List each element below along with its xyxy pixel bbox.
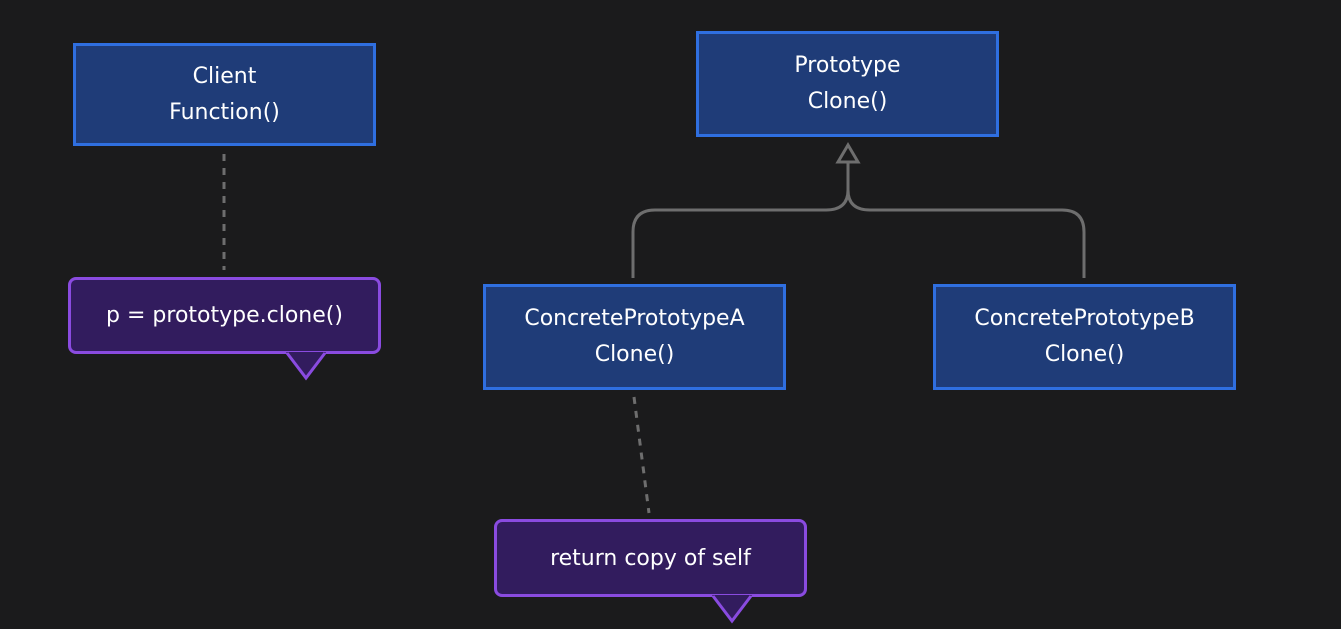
concrete-prototype-a-method: Clone() xyxy=(594,342,675,367)
inheritance-link-b xyxy=(846,162,1086,278)
inheritance-link-a xyxy=(631,162,850,278)
client-class-name: Client xyxy=(192,63,257,89)
prototype-class-box[interactable]: Prototype Clone() xyxy=(696,31,999,137)
concrete-prototype-a-name: ConcretePrototypeA xyxy=(524,306,745,331)
concrete-prototype-a-box[interactable]: ConcretePrototypeA Clone() xyxy=(483,284,786,390)
client-note-text: p = prototype.clone() xyxy=(106,303,343,328)
concrete-a-note[interactable]: return copy of self xyxy=(494,519,807,597)
client-class-box[interactable]: Client Function() xyxy=(73,43,376,146)
client-class-method: Function() xyxy=(169,99,280,125)
client-note-tail xyxy=(286,352,326,381)
prototype-class-method: Clone() xyxy=(807,89,888,114)
concrete-prototype-b-method: Clone() xyxy=(1044,342,1125,367)
prototype-class-name: Prototype xyxy=(794,53,901,78)
concrete-a-note-tail xyxy=(712,595,752,624)
concrete-prototype-b-box[interactable]: ConcretePrototypeB Clone() xyxy=(933,284,1236,390)
concrete-prototype-b-name: ConcretePrototypeB xyxy=(974,306,1195,331)
inheritance-arrowhead xyxy=(835,142,861,164)
client-note[interactable]: p = prototype.clone() xyxy=(68,277,381,354)
concrete-a-note-dashed-link xyxy=(632,396,651,514)
concrete-a-note-text: return copy of self xyxy=(550,545,751,571)
